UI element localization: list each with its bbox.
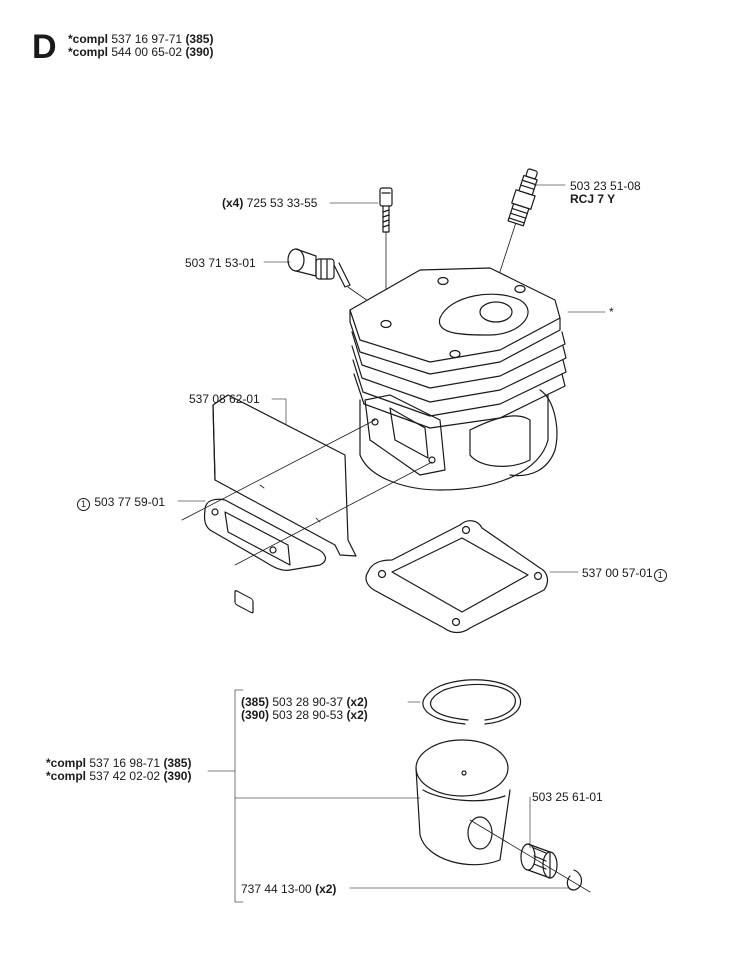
exhaust-plate-part [212,394,357,614]
header-line-390: *compl 544 00 65-02 (390) [68,45,214,59]
label-cylinder-bolt: (x4) 725 53 33-55 [222,196,318,210]
label-piston-385: *compl 537 16 98-71 (385) [46,756,192,770]
circled-note-marker: 1 [653,569,667,582]
piston-ring-part [422,679,522,725]
section-letter: D [32,28,57,66]
circlip-part [566,869,583,891]
label-decompression-valve: 503 71 53-01 [185,256,256,270]
circled-note-marker: 1 [77,498,90,511]
cylinder-part [349,267,567,491]
label-piston-ring-390: (390) 503 28 90-53 (x2) [241,708,368,722]
label-spark-plug-type: RCJ 7 Y [570,192,616,206]
label-exhaust-gasket: 1 503 77 59-01 [76,495,165,511]
base-gasket-part [365,520,549,634]
label-exhaust-plate: 537 08 62-01 [189,392,260,406]
label-piston-ring-385: (385) 503 28 90-37 (x2) [241,695,368,709]
label-piston-390: *compl 537 42 02-02 (390) [46,769,192,783]
label-cylinder-mark: * [609,305,614,319]
label-circlip: 737 44 13-00 (x2) [241,882,337,896]
header-line-385: *compl 537 16 97-71 (385) [68,32,214,46]
leader-lines [177,184,606,903]
label-needle-bearing: 503 25 61-01 [532,790,603,804]
piston-part [415,739,511,866]
needle-bearing-part [520,843,558,879]
exhaust-gasket-part [203,498,327,571]
label-spark-plug: 503 23 51-08 [570,179,641,193]
